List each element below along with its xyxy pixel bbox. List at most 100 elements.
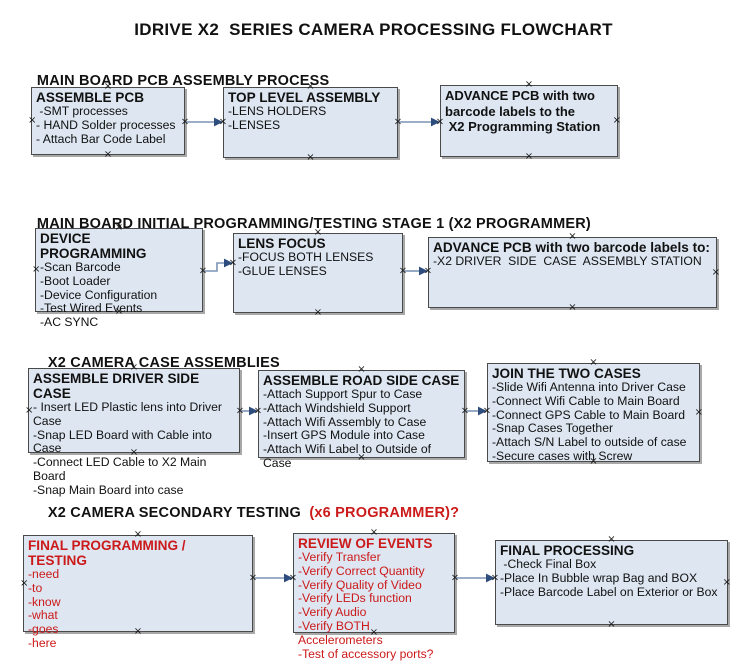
anchor-handle-icon: ×	[694, 406, 703, 418]
box-line: -Connect GPS Cable to Main Board	[492, 407, 686, 422]
anchor-handle-icon: ×	[129, 362, 139, 373]
box-line: -Snap Cases Together	[492, 421, 614, 436]
anchor-handle-icon: ×	[357, 364, 366, 375]
box-line: -Test Wired Events	[40, 301, 143, 316]
box-title: REVIEW OF EVENTS	[298, 536, 433, 551]
box-line: -here	[28, 635, 57, 650]
box-lines: -Verify Transfer-Verify Correct Quantity…	[298, 550, 450, 661]
anchor-handle-icon: ×	[306, 152, 315, 163]
anchor-handle-icon: ×	[607, 619, 616, 630]
box-title: ASSEMBLE DRIVER SIDE CASE	[33, 371, 203, 401]
box-line: -SMT processes	[36, 104, 128, 118]
connector-arrow: × ×	[249, 573, 297, 584]
anchor-handle-icon: ×	[28, 115, 37, 126]
box-line: -Place In Bubble wrap Bag and BOX	[500, 570, 698, 585]
box-title: DEVICE PROGRAMMING	[40, 231, 147, 261]
box-line: -FOCUS BOTH LENSES	[238, 250, 374, 264]
anchor-handle-icon: ×	[612, 115, 621, 126]
section-heading-case-assemblies: X2 CAMERA CASE ASSEMBLIES	[31, 339, 280, 387]
anchor-handle-icon: ×	[568, 302, 577, 313]
box-line: -LENSES	[228, 117, 281, 132]
connector-arrow: × ×	[451, 573, 499, 584]
anchor-handle-icon: ×	[369, 527, 379, 538]
section-heading-red-text: (x6 PROGRAMMER)?	[305, 505, 460, 521]
box-line: -Insert GPS Module into Case	[263, 428, 425, 443]
box-lines: -Scan Barcode-Boot Loader-Device Configu…	[40, 260, 198, 330]
anchor-handle-icon: ×	[103, 149, 113, 160]
box-line: -Attach S/N Label to outside of case	[492, 435, 687, 450]
flow-box-final-programming-testing: × × × FINAL PROGRAMMING / TESTING -need-…	[20, 530, 253, 650]
box-lines: -Slide Wifi Antenna into Driver Case-Con…	[492, 380, 695, 464]
flow-box-advance-pcb-driver-side-station: × × × ADVANCE PCB with two barcode label…	[428, 232, 720, 313]
anchor-handle-icon: ×	[369, 627, 379, 638]
box-line: -Attach Wifi Label to Outside of Case	[263, 442, 435, 470]
flow-box-final-processing: × × × FINAL PROCESSING -Check Final Box-…	[495, 535, 731, 630]
anchor-handle-icon: ×	[133, 626, 143, 637]
box-line: -Attach Support Spur to Case	[263, 387, 423, 401]
box-line: -Slide Wifi Antenna into Driver Case	[492, 380, 686, 394]
box-title: FINAL PROCESSING	[500, 543, 635, 558]
flow-box-lens-focus: × × LENS FOCUS -FOCUS BOTH LENSES-GLUE L…	[233, 228, 403, 318]
box-line: -Attach Wifi Assembly to Case	[263, 414, 427, 429]
box-lines: -need-to-know-what-goes-here	[28, 567, 248, 651]
anchor-handle-icon: ×	[313, 227, 323, 238]
box-line: -what	[28, 608, 58, 623]
box-line: - HAND Solder processes	[36, 117, 176, 132]
box-lines: -SMT processes- HAND Solder processes- A…	[36, 104, 180, 146]
box-line: -Verify Transfer	[298, 550, 381, 564]
anchor-handle-icon: ×	[313, 307, 323, 318]
box-line: -Connect LED Cable to X2 Main Board	[33, 455, 210, 483]
anchor-handle-icon: ×	[103, 81, 113, 92]
box-lines: -FOCUS BOTH LENSES-GLUE LENSES	[238, 250, 398, 279]
box-title: LENS FOCUS	[238, 236, 326, 251]
box-line: -Snap LED Board with Cable into Case	[33, 427, 216, 456]
flow-box-assemble-pcb: × × × ASSEMBLE PCB -SMT processes- HAND …	[28, 82, 185, 160]
box-title: JOIN THE TWO CASES	[492, 366, 641, 381]
anchor-handle-icon: ×	[25, 404, 34, 416]
box-line: -Verify Correct Quantity	[298, 563, 425, 578]
flow-box-assemble-driver-side-case: × × × ASSEMBLE DRIVER SIDE CASE - Insert…	[25, 363, 240, 497]
box-line: ADVANCE PCB with two	[445, 88, 595, 103]
box-line: - Insert LED Plastic lens into Driver Ca…	[33, 400, 226, 428]
box-line: -Verify Quality of Video	[298, 577, 422, 592]
box-title: FINAL PROGRAMMING / TESTING	[28, 538, 190, 568]
flow-box-assemble-road-side-case: × × ASSEMBLE ROAD SIDE CASE -Attach Supp…	[258, 365, 465, 470]
box-line: -GLUE LENSES	[238, 263, 327, 278]
page-title: IDRIVE X2 SERIES CAMERA PROCESSING FLOWC…	[134, 20, 613, 39]
box-line: -Scan Barcode	[40, 260, 121, 274]
connector-arrow: × ×	[199, 258, 237, 277]
section-heading-secondary-testing: X2 CAMERA SECONDARY TESTING (x6 PROGRAMM…	[31, 489, 459, 537]
box-lines: -LENS HOLDERS-LENSES	[228, 104, 393, 133]
box-lines: -Check Final Box-Place In Bubble wrap Ba…	[500, 557, 723, 599]
anchor-handle-icon: ×	[568, 231, 577, 242]
box-line: -Verify BOTH Accelerometers	[298, 618, 383, 647]
anchor-handle-icon: ×	[589, 456, 598, 467]
section-heading-pcb-assembly: MAIN BOARD PCB ASSEMBLY PROCESS	[20, 57, 329, 105]
box-title: TOP LEVEL ASSEMBLY	[228, 90, 381, 105]
anchor-handle-icon: ×	[524, 79, 534, 90]
connector-arrow: × ×	[394, 117, 444, 128]
box-line: -Device Configuration	[40, 287, 158, 302]
box-line: -Connect Wifi Cable to Main Board	[492, 393, 680, 408]
anchor-handle-icon: ×	[114, 222, 124, 233]
box-title: ADVANCE PCB with two barcode labels to:	[433, 240, 710, 255]
anchor-handle-icon: ×	[306, 81, 315, 92]
box-line: -Boot Loader	[40, 273, 111, 288]
flow-box-device-programming: × × × DEVICE PROGRAMMING -Scan Barcode-B…	[32, 223, 203, 329]
box-line: -to	[28, 580, 43, 595]
box-line: -LENS HOLDERS	[228, 104, 327, 118]
box-line: -Verify Audio	[298, 605, 367, 620]
box-line: barcode labels to the	[445, 103, 576, 119]
box-line: -Snap Main Board into case	[33, 482, 184, 497]
flow-box-join-the-two-cases: × × × JOIN THE TWO CASES -Slide Wifi Ant…	[487, 358, 703, 467]
box-line: -know	[28, 594, 61, 609]
anchor-handle-icon: ×	[32, 264, 41, 275]
section-heading-text: MAIN BOARD PCB ASSEMBLY PROCESS	[36, 73, 330, 89]
section-heading-text: X2 CAMERA CASE ASSEMBLIES	[47, 355, 280, 371]
anchor-handle-icon: ×	[357, 452, 366, 463]
box-title: ASSEMBLE PCB	[36, 90, 145, 105]
anchor-handle-icon: ×	[722, 576, 731, 588]
